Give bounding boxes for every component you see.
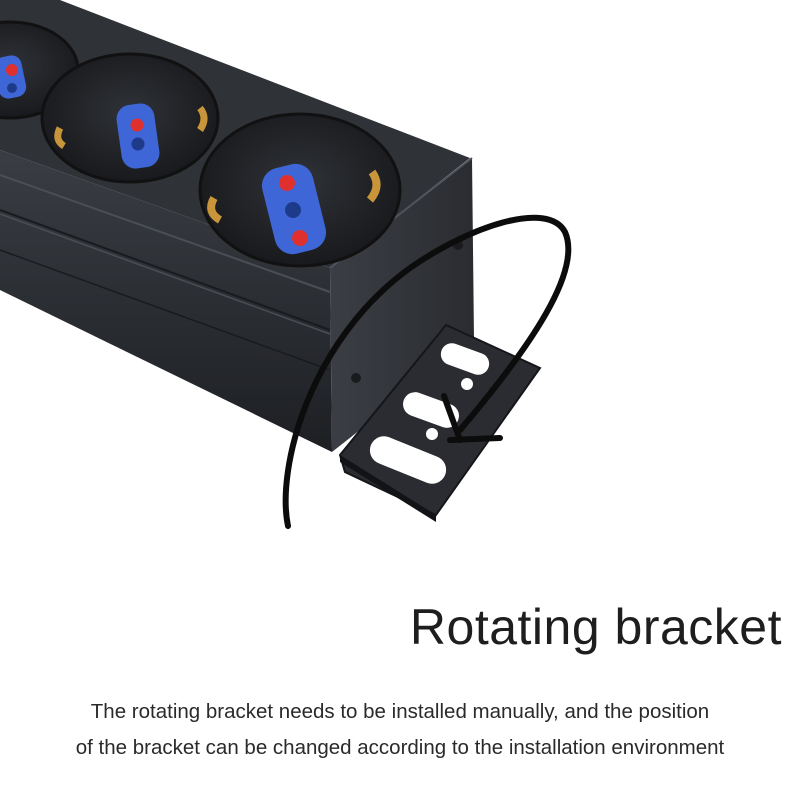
description-line: The rotating bracket needs to be install…	[90, 700, 710, 723]
product-photo	[0, 0, 572, 529]
power-socket	[198, 112, 402, 268]
screw-icon	[351, 373, 361, 383]
headline: Rotating bracket	[409, 599, 782, 655]
description-line: of the bracket can be changed according …	[75, 736, 725, 759]
power-socket	[40, 52, 220, 184]
description: The rotating bracket needs to be install…	[0, 694, 800, 766]
mounting-bracket	[338, 323, 542, 522]
rotation-arrow-icon	[282, 214, 572, 529]
